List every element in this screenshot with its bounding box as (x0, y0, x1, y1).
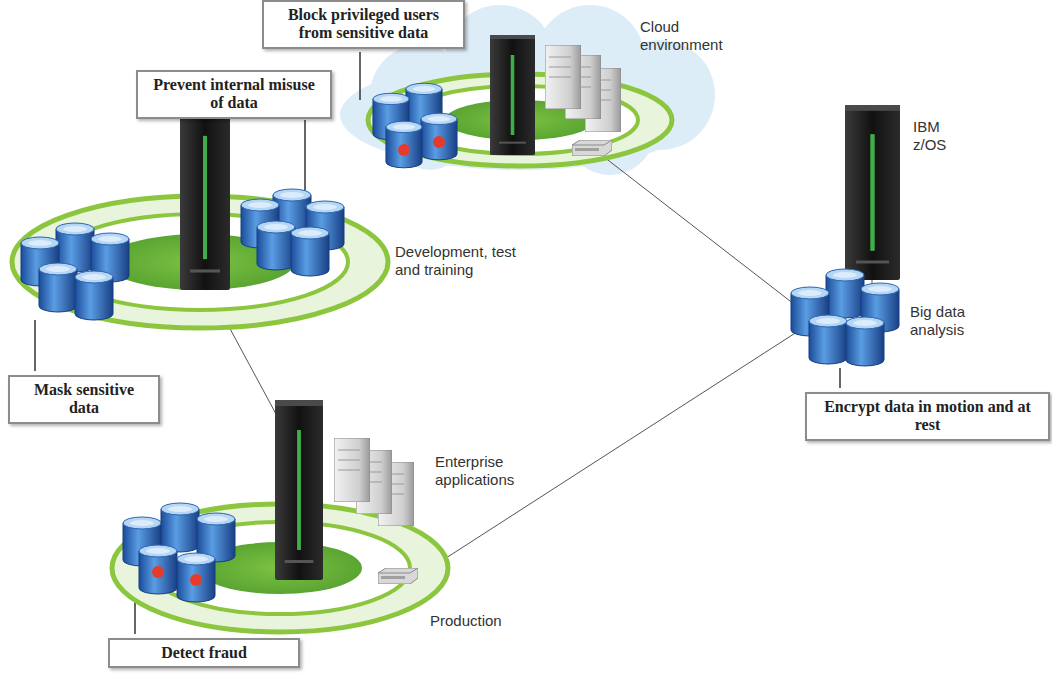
callout-box: Detect fraud (108, 638, 300, 668)
platform-label: Enterprise applications (435, 453, 535, 489)
callout-text: Mask sensitive data (18, 381, 150, 418)
callout-box: Prevent internal misuse of data (136, 70, 332, 119)
platform-label: IBM z/OS (913, 118, 963, 154)
platform-label: Big data analysis (910, 303, 980, 339)
callout-text: Block privileged users from sensitive da… (272, 6, 455, 43)
callout-text: Detect fraud (118, 644, 290, 662)
platform-label: Development, test and training (395, 243, 535, 279)
callout-box: Block privileged users from sensitive da… (262, 0, 465, 49)
platform-label: Cloud environment (640, 18, 740, 54)
callout-text: Encrypt data in motion and at rest (815, 398, 1040, 435)
callout-box: Encrypt data in motion and at rest (805, 392, 1050, 441)
callout-box: Mask sensitive data (8, 375, 160, 424)
callout-text: Prevent internal misuse of data (146, 76, 322, 113)
platform-label: Production (430, 612, 540, 630)
